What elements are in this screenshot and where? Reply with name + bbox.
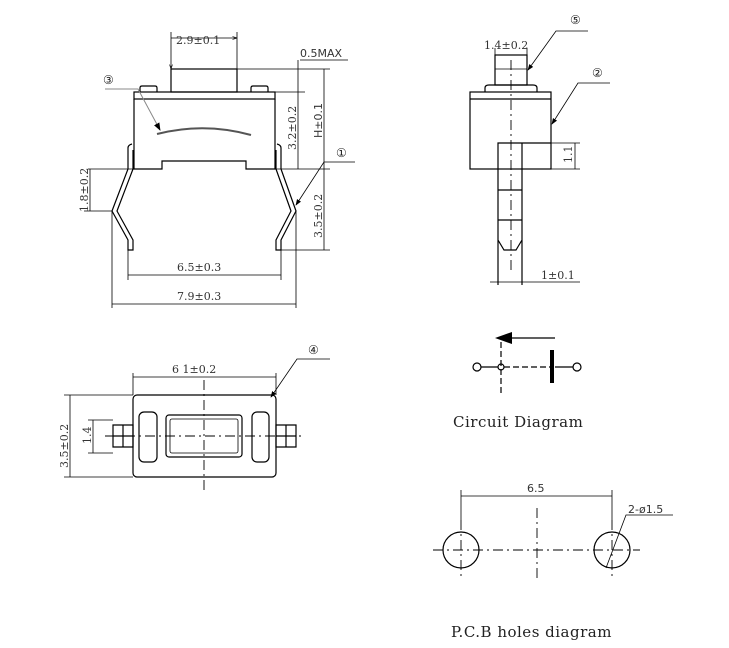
terminal-icon	[572, 362, 582, 372]
front-view: 2.9±0.1 0.5MAX 3.2±0.2 H±0.1 3.5±0.2 1.8…	[78, 32, 355, 308]
dim-body-width: 3.5±0.2	[58, 424, 71, 468]
pcb-holes-diagram: 6.5 2-ø1.5 P.C.B holes diagram	[433, 482, 673, 641]
lead-left	[111, 143, 134, 251]
dim-lead-outer: 7.9±0.3	[177, 290, 221, 303]
dim-lead-width: 1±0.1	[541, 269, 575, 282]
bottom-view: 6 1±0.2 3.5±0.2 1.4 ④	[58, 343, 330, 490]
callout-2: ②	[592, 66, 603, 80]
dim-flange: 1.1	[562, 146, 575, 164]
switch-contact	[550, 350, 554, 383]
dim-spacing: 6.5	[527, 482, 545, 495]
dome	[156, 127, 252, 136]
bumps	[139, 85, 269, 92]
dim-lead-bend: 1.8±0.2	[78, 168, 91, 212]
circuit-title: Circuit Diagram	[453, 413, 583, 431]
body	[133, 99, 276, 170]
pcb-title: P.C.B holes diagram	[451, 623, 612, 641]
dim-plunger: 1.4±0.2	[484, 39, 528, 52]
callout-3: ③	[103, 73, 114, 87]
actuator	[170, 68, 238, 93]
dim-actuator-width: 2.9±0.1	[176, 34, 220, 47]
side-body	[469, 91, 552, 170]
side-view: 1.1 1±0.1 1.4±0.2 ⑤ ②	[469, 13, 610, 285]
callout-4: ④	[308, 343, 319, 357]
dim-max-travel: 0.5MAX	[300, 47, 343, 60]
dim-lead-inner: 6.5±0.3	[177, 261, 221, 274]
arrow-left-icon	[495, 332, 512, 344]
lead-right	[275, 143, 297, 251]
dim-body-height: 3.2±0.2	[286, 106, 299, 150]
circuit-diagram: Circuit Diagram	[453, 332, 583, 431]
dim-lead: 1.4	[81, 427, 94, 445]
callout-1: ①	[336, 146, 347, 160]
callout-5: ⑤	[570, 13, 581, 27]
dim-holes: 2-ø1.5	[628, 503, 663, 516]
dim-lead-length: 3.5±0.2	[312, 194, 325, 238]
terminal-icon	[472, 362, 482, 372]
dim-total-height: H±0.1	[312, 103, 325, 138]
dim-body-length: 6 1±0.2	[172, 363, 216, 376]
